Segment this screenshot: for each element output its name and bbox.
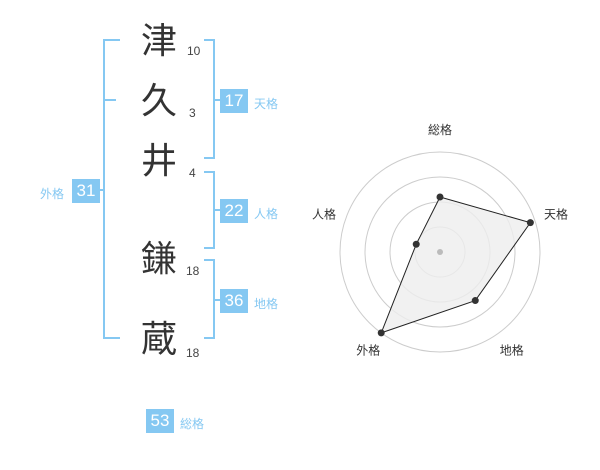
stroke-count-2: 3 [189, 106, 196, 120]
stroke-count-1: 10 [187, 44, 201, 58]
radar-axis-label: 人格 [312, 206, 336, 221]
radar-axis-label: 外格 [356, 343, 380, 358]
radar-point [377, 329, 385, 337]
tenkaku-label: 天格 [254, 97, 279, 111]
stroke-count-4: 18 [186, 264, 200, 278]
chikaku-value: 36 [220, 289, 248, 313]
name-char-3: 井 [141, 141, 178, 182]
radar-axis-label: 地格 [500, 343, 524, 358]
stroke-count-5: 18 [186, 346, 200, 360]
soukaku-value: 53 [146, 409, 174, 433]
radar-ring [364, 176, 516, 328]
radar-center [437, 249, 443, 255]
soukaku-label: 総格 [180, 417, 205, 431]
radar-shape [380, 196, 532, 334]
name-char-5: 蔵 [141, 319, 178, 360]
gaikaku-value: 31 [72, 179, 100, 203]
jinkaku-value: 22 [220, 199, 248, 223]
stroke-count-3: 4 [189, 166, 196, 180]
tenkaku-value: 17 [220, 89, 248, 113]
name-char-1: 津 [141, 21, 178, 62]
name-char-2: 久 [141, 81, 178, 122]
radar-point [412, 240, 420, 248]
radar-point [471, 297, 479, 305]
name-char-4: 鎌 [141, 239, 178, 280]
jinkaku-label: 人格 [254, 207, 279, 221]
radar-axis-label: 総格 [428, 122, 452, 137]
radar-point [436, 193, 444, 201]
chikaku-label: 地格 [254, 297, 279, 311]
gaikaku-label: 外格 [40, 187, 65, 201]
radar-point [526, 219, 534, 227]
radar-ring [339, 151, 541, 353]
radar-axis-label: 天格 [544, 206, 568, 221]
